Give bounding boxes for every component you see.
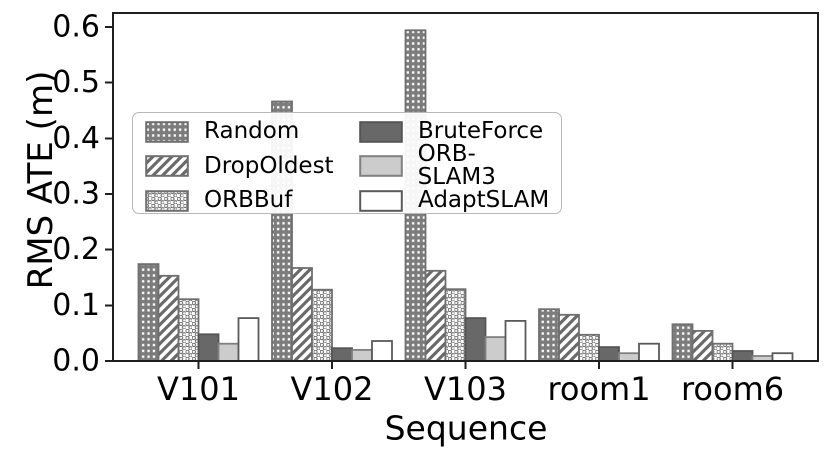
legend-item-orb-slam3: ORB-SLAM3 [359, 143, 553, 189]
bar-adaptslam-v103 [504, 319, 527, 362]
x-tick-label: V102 [290, 370, 373, 408]
y-tick-label: 0.1 [52, 288, 100, 323]
y-axis-label: RMS ATE (m) [21, 70, 61, 290]
legend-swatch [359, 120, 403, 143]
legend-swatch [145, 155, 189, 177]
legend-item-orbbuf: ORBBuf [145, 189, 359, 212]
bar-adaptslam-room1 [638, 342, 660, 362]
y-tick-label: 0.5 [52, 65, 100, 100]
bar-orb-slam3-v102 [351, 348, 373, 362]
legend-item-adaptslam: AdaptSLAM [359, 189, 553, 212]
bar-random-room1 [538, 308, 560, 362]
bar-orb-slam3-room1 [618, 352, 640, 362]
legend-item-random: Random [145, 120, 359, 143]
bar-orbbuf-v102 [311, 288, 333, 362]
legend-item-bruteforce: BruteForce [359, 120, 553, 143]
bar-dropoldest-v103 [424, 269, 447, 362]
legend-label: DropOldest [204, 152, 334, 179]
bar-dropoldest-room1 [558, 313, 580, 362]
bar-dropoldest-room6 [691, 329, 714, 362]
bar-bruteforce-room6 [731, 350, 754, 362]
legend-label: AdaptSLAM [418, 187, 550, 213]
bar-random-room6 [671, 323, 694, 362]
legend-swatch [359, 189, 403, 212]
y-tick-label: 0.3 [52, 176, 100, 211]
x-tick-label: V103 [424, 370, 507, 408]
bar-orbbuf-v103 [444, 288, 467, 362]
bars-layer [137, 29, 794, 362]
bar-bruteforce-v103 [464, 317, 487, 362]
y-tick-label: 0.2 [52, 232, 100, 267]
bar-dropoldest-v102 [291, 267, 313, 362]
y-tick-label: 0.4 [52, 121, 100, 156]
legend-item-dropoldest: DropOldest [145, 152, 359, 179]
bar-bruteforce-v102 [331, 347, 353, 362]
legend-label: ORB-SLAM3 [417, 141, 496, 190]
y-tick-label: 0.0 [52, 344, 100, 379]
legend-swatch [359, 155, 403, 177]
legend-swatch [145, 189, 189, 212]
x-tick-label: V101 [157, 370, 240, 408]
bar-orbbuf-room6 [711, 342, 734, 362]
bar-adaptslam-room6 [771, 352, 794, 362]
bar-orb-slam3-v101 [217, 342, 240, 362]
bar-random-v101 [137, 263, 160, 362]
x-tick-label: room1 [547, 370, 650, 408]
bar-orbbuf-room1 [578, 333, 600, 362]
legend-label: ORBBuf [204, 187, 293, 213]
bar-adaptslam-v101 [237, 317, 260, 362]
bar-dropoldest-v101 [157, 274, 180, 362]
x-axis-label: Sequence [384, 408, 548, 448]
bar-orb-slam3-v103 [484, 336, 507, 362]
bar-bruteforce-room1 [598, 346, 620, 362]
bar-bruteforce-v101 [197, 333, 220, 362]
bar-adaptslam-v102 [371, 340, 393, 362]
legend-swatch [145, 120, 189, 143]
legend-label: BruteForce [418, 118, 544, 144]
legend-label: Random [204, 118, 300, 144]
x-tick-label: room6 [681, 370, 784, 408]
y-tick-label: 0.6 [52, 9, 100, 44]
bar-orbbuf-v101 [177, 298, 200, 362]
